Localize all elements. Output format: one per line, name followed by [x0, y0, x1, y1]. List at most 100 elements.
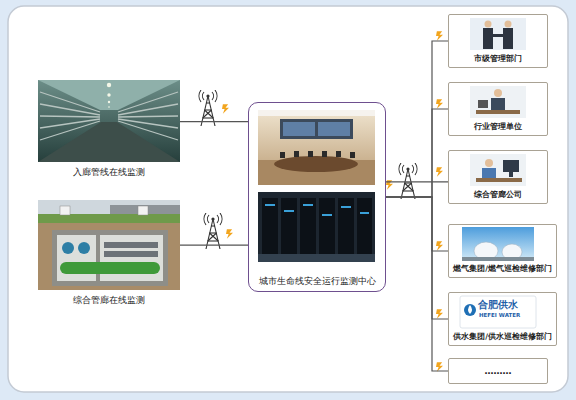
server-room-photo	[300, 198, 316, 254]
node-caption: 综合管廊公司	[474, 190, 522, 200]
water-logo	[460, 296, 536, 328]
corridor-section-photo	[57, 235, 163, 281]
server-room-photo	[341, 206, 351, 208]
node-caption: 供水集团/供水巡检维修部门	[453, 332, 552, 342]
lightning-bolt	[436, 241, 443, 251]
meeting-room-photo	[258, 110, 375, 116]
water-logo	[464, 304, 476, 316]
meeting-room-photo	[258, 110, 375, 185]
server-room-photo	[258, 192, 375, 262]
meeting-room-photo	[280, 151, 355, 158]
connector-line	[180, 121, 248, 122]
logo-subtext: HEFEI WATER	[479, 312, 520, 318]
tunnel-photo	[38, 80, 180, 162]
corridor-section-photo	[38, 200, 180, 290]
corridor-section-photo	[110, 205, 180, 214]
meeting-room-photo	[274, 156, 358, 172]
meeting-room-photo	[280, 119, 353, 139]
corridor-section-photo	[62, 242, 74, 254]
operator-icon	[470, 154, 526, 186]
corridor-section-photo	[96, 235, 100, 281]
meeting-room-photo	[294, 151, 299, 157]
meeting-room-photo	[350, 152, 355, 158]
operator-icon	[509, 172, 513, 177]
server-room-photo	[357, 198, 372, 254]
lightning-bolt	[436, 31, 443, 41]
tunnel-photo	[107, 83, 111, 87]
meeting-room-photo	[283, 122, 315, 136]
node-caption: 燃气集团/燃气巡检维修部门	[453, 264, 552, 274]
tunnel-photo	[38, 80, 180, 162]
lightning-bolt	[226, 229, 233, 239]
lightning-bolt	[436, 167, 443, 177]
water-logo	[460, 296, 536, 328]
water-logo	[468, 305, 472, 314]
server-room-photo	[281, 198, 297, 254]
panel	[8, 6, 568, 392]
tunnel-photo	[108, 106, 110, 108]
server-room-photo	[338, 198, 354, 254]
antenna-tower	[204, 213, 222, 249]
operator-icon	[470, 154, 526, 186]
lightning-bolt	[436, 309, 443, 319]
corridor-section-photo	[52, 230, 168, 286]
monitor-image: 综合管廊在线监测	[38, 198, 180, 310]
officials-icon	[492, 34, 504, 37]
corridor-section-photo	[60, 206, 70, 215]
tunnel-photo	[107, 83, 111, 108]
meeting-room-photo	[336, 151, 341, 157]
tunnel-photo	[40, 104, 100, 115]
lightning-bolt	[436, 99, 443, 109]
server-room-photo	[258, 192, 375, 262]
department-box: 综合管廊公司	[448, 150, 548, 204]
server-room-photo	[265, 204, 369, 216]
meeting-room-photo	[280, 152, 285, 158]
tunnel-photo	[40, 116, 100, 117]
node-caption: 市级管理部门	[474, 54, 522, 64]
meeting-room-photo	[258, 110, 375, 185]
antenna-tower	[199, 90, 217, 126]
meeting-room-photo	[322, 151, 327, 157]
server-room-photo	[265, 204, 275, 206]
connector-line	[386, 109, 448, 197]
meeting-room-photo	[308, 151, 313, 157]
tunnel-photo	[118, 121, 178, 140]
manager-icon	[470, 86, 526, 118]
operator-icon	[476, 178, 522, 182]
connector-line	[386, 181, 448, 182]
tunnel-photo	[40, 121, 100, 140]
department-box: 燃气集团/燃气巡检维修部门	[448, 224, 557, 278]
server-room-photo	[319, 198, 335, 254]
more-box: ………	[448, 358, 548, 384]
server-room-photo	[303, 204, 313, 206]
lightning-bolt	[222, 104, 229, 114]
operator-icon	[485, 159, 493, 167]
corridor-section-photo	[78, 242, 90, 254]
tunnel-photo	[118, 116, 178, 117]
lightning-bolt	[222, 31, 443, 372]
manager-icon	[491, 98, 505, 110]
node-caption: 综合管廊在线监测	[73, 294, 145, 307]
node-caption: 城市生命线安全运行监测中心	[259, 276, 376, 288]
server-room-photo	[322, 214, 332, 216]
officials-icon	[485, 21, 492, 28]
node-caption: 行业管理单位	[474, 122, 522, 132]
officials-icon	[470, 18, 526, 50]
connector-line	[386, 41, 448, 197]
manager-icon	[494, 89, 502, 97]
node-caption: 入廊管线在线监测	[73, 166, 145, 179]
antenna-tower	[199, 90, 417, 249]
connector-line	[386, 197, 448, 251]
logo-text: 合肥供水	[478, 298, 518, 312]
tunnel-photo	[40, 92, 178, 140]
manager-icon	[476, 110, 520, 114]
corridor-section-photo	[104, 242, 158, 248]
meeting-room-photo	[318, 122, 350, 136]
server-room-photo	[262, 198, 278, 254]
corridor-section-photo	[38, 214, 180, 223]
antenna-tower	[399, 163, 417, 199]
gas-tank-icon	[462, 227, 534, 261]
server-room-photo	[360, 212, 369, 214]
tunnel-photo	[38, 80, 180, 110]
